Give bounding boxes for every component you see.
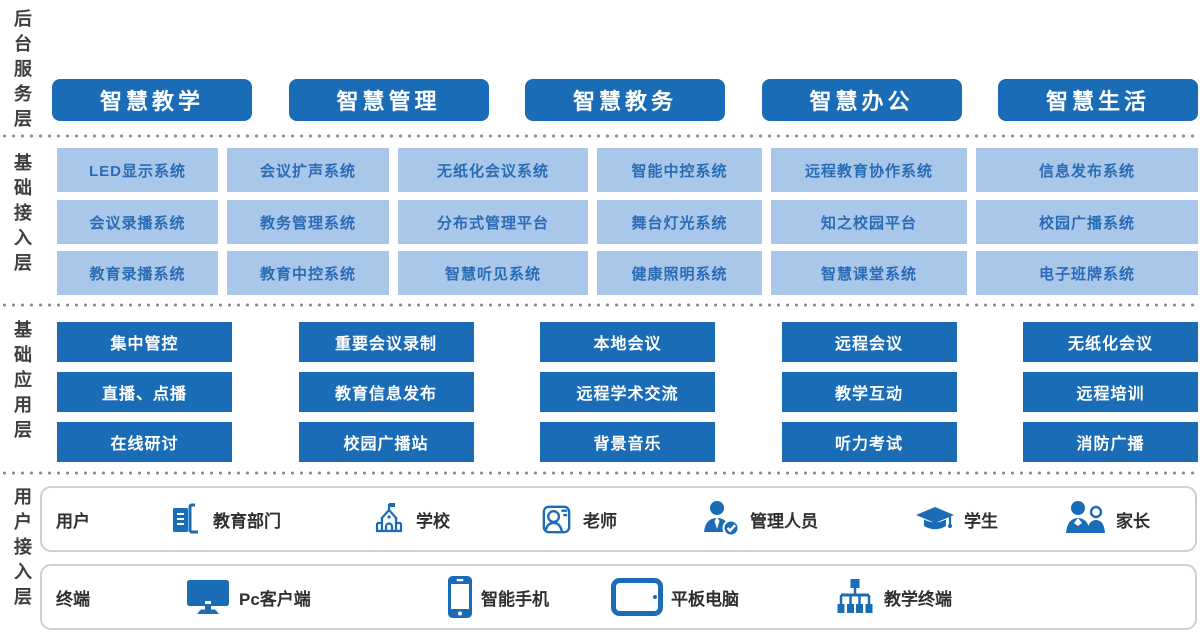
application-box: 集中管控: [57, 322, 232, 362]
user-item-label: 管理人员: [750, 511, 818, 531]
application-box: 在线研讨: [57, 422, 232, 462]
school-icon: [370, 500, 408, 538]
access-system-box: 无纸化会议系统: [398, 148, 588, 192]
dotted-divider-1: [0, 134, 1200, 138]
parents-icon: [1064, 499, 1108, 539]
terminal-item-tablet: 平板电脑: [611, 566, 739, 628]
student-cap-icon: [914, 500, 956, 538]
user-item-education-department: 教育部门: [167, 488, 281, 550]
application-box: 消防广播: [1023, 422, 1198, 462]
user-item-label: 老师: [583, 511, 617, 531]
user-item-student: 学生: [914, 488, 998, 550]
layer-label-backend-service: 后台服务层: [12, 9, 32, 134]
terminal-item-label: 智能手机: [481, 589, 549, 609]
access-system-box: 教育中控系统: [227, 251, 389, 295]
access-systems-row-3: 教育录播系统 教育中控系统 智慧听见系统 健康照明系统 智慧课堂系统 电子班牌系…: [57, 251, 1198, 295]
application-row-2: 直播、点播 教育信息发布 远程学术交流 教学互动 远程培训: [57, 372, 1198, 412]
user-item-label: 学校: [416, 511, 450, 531]
access-system-box: 智慧课堂系统: [771, 251, 967, 295]
service-button-row: 智慧教学 智慧管理 智慧教务 智慧办公 智慧生活: [52, 79, 1198, 121]
users-panel-label: 用户: [56, 511, 90, 531]
application-box: 直播、点播: [57, 372, 232, 412]
smartphone-icon: [447, 575, 473, 619]
application-row-1: 集中管控 重要会议录制 本地会议 远程会议 无纸化会议: [57, 322, 1198, 362]
application-box: 远程会议: [781, 322, 957, 362]
teacher-icon: [538, 501, 575, 538]
application-box: 教育信息发布: [298, 372, 474, 412]
application-box: 无纸化会议: [1023, 322, 1198, 362]
terminals-panel-label: 终端: [56, 589, 90, 609]
application-box: 重要会议录制: [298, 322, 474, 362]
teaching-terminal-icon: [834, 577, 876, 617]
dotted-divider-3: [0, 471, 1200, 475]
service-smart-office: 智慧办公: [761, 79, 962, 121]
service-smart-academic: 智慧教务: [525, 79, 725, 121]
user-item-label: 教育部门: [213, 511, 281, 531]
access-system-box: 健康照明系统: [597, 251, 762, 295]
access-system-box: 信息发布系统: [976, 148, 1198, 192]
application-box: 校园广播站: [298, 422, 474, 462]
terminals-panel: 终端 Pc客户端 智能手机: [40, 564, 1197, 630]
access-system-box: 智能中控系统: [597, 148, 762, 192]
user-item-label: 家长: [1116, 511, 1150, 531]
terminal-item-pc: Pc客户端: [185, 566, 311, 628]
application-box: 远程培训: [1023, 372, 1198, 412]
access-system-box: 校园广播系统: [976, 200, 1198, 244]
user-item-school: 学校: [370, 488, 450, 550]
terminal-item-label: 教学终端: [884, 589, 952, 609]
tablet-icon: [611, 578, 663, 616]
pc-monitor-icon: [185, 576, 231, 618]
user-item-parents: 家长: [1064, 488, 1150, 550]
access-system-box: 电子班牌系统: [976, 251, 1198, 295]
terminal-item-smartphone: 智能手机: [447, 566, 549, 628]
access-systems-row-2: 会议录播系统 教务管理系统 分布式管理平台 舞台灯光系统 知之校园平台 校园广播…: [57, 200, 1198, 244]
access-system-box: LED显示系统: [57, 148, 218, 192]
terminal-item-label: 平板电脑: [671, 589, 739, 609]
admin-person-icon: [702, 499, 742, 539]
access-systems-row-1: LED显示系统 会议扩声系统 无纸化会议系统 智能中控系统 远程教育协作系统 信…: [57, 148, 1198, 192]
service-smart-life: 智慧生活: [998, 79, 1198, 121]
service-smart-teaching: 智慧教学: [52, 79, 252, 121]
access-system-box: 分布式管理平台: [398, 200, 588, 244]
access-system-box: 远程教育协作系统: [771, 148, 967, 192]
dotted-divider-2: [0, 303, 1200, 307]
education-department-icon: [167, 500, 205, 538]
application-box: 远程学术交流: [540, 372, 715, 412]
access-system-box: 会议录播系统: [57, 200, 218, 244]
layer-label-user-access: 用户接入层: [12, 487, 32, 612]
application-box: 听力考试: [781, 422, 957, 462]
user-item-teacher: 老师: [538, 488, 617, 550]
access-system-box: 舞台灯光系统: [597, 200, 762, 244]
access-system-box: 教育录播系统: [57, 251, 218, 295]
access-system-box: 会议扩声系统: [227, 148, 389, 192]
application-box: 教学互动: [781, 372, 957, 412]
user-item-admin: 管理人员: [702, 488, 818, 550]
application-box: 本地会议: [540, 322, 715, 362]
application-box: 背景音乐: [540, 422, 715, 462]
access-system-box: 教务管理系统: [227, 200, 389, 244]
terminal-item-teaching-terminal: 教学终端: [834, 566, 952, 628]
access-system-box: 知之校园平台: [771, 200, 967, 244]
access-system-box: 智慧听见系统: [398, 251, 588, 295]
application-row-3: 在线研讨 校园广播站 背景音乐 听力考试 消防广播: [57, 422, 1198, 462]
service-smart-management: 智慧管理: [288, 79, 489, 121]
layer-label-basic-application: 基础应用层: [12, 320, 32, 445]
users-panel: 用户 教育部门: [40, 486, 1197, 552]
user-item-label: 学生: [964, 511, 998, 531]
terminal-item-label: Pc客户端: [239, 589, 311, 609]
layer-label-basic-access: 基础接入层: [12, 153, 32, 278]
